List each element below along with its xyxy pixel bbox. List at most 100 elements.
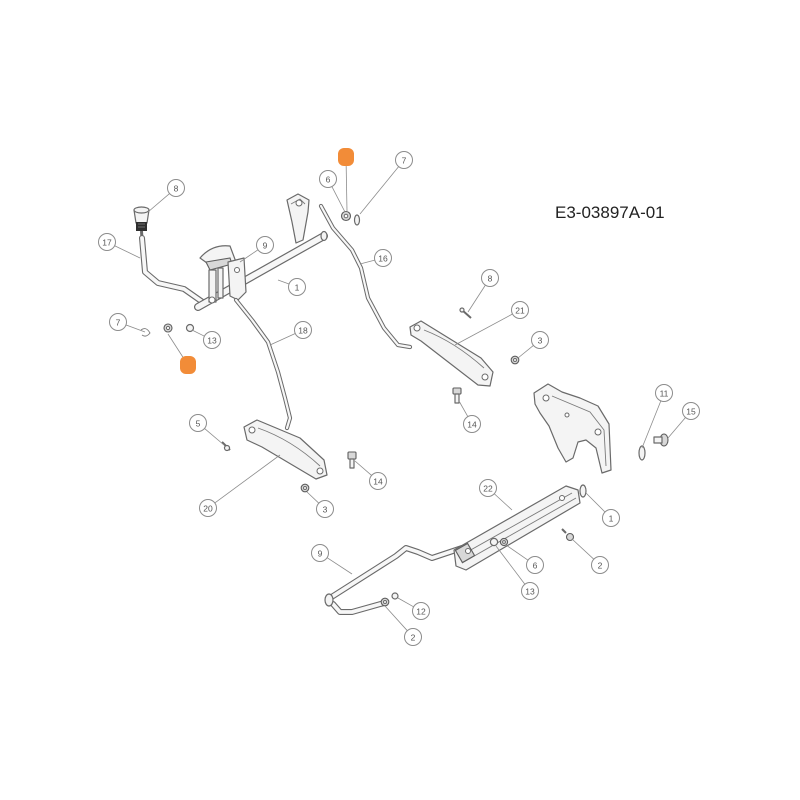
lift-link-rod-left <box>233 297 293 431</box>
callout-circle <box>682 402 700 420</box>
callout-circle <box>655 384 673 402</box>
callout-21: 21 <box>454 301 529 346</box>
nuts-bottom <box>380 592 399 607</box>
rear-bracket <box>533 383 612 474</box>
bolt-center <box>347 451 357 469</box>
callout-number: 1 <box>609 514 614 524</box>
highlight-marker <box>180 356 196 374</box>
bolt-left <box>221 441 231 452</box>
callout-3: 3 <box>517 331 549 359</box>
callout-circle <box>531 331 549 349</box>
pivot-plate <box>286 193 310 244</box>
leader-line <box>493 493 513 511</box>
callout-14: 14 <box>458 400 481 433</box>
leader-line <box>345 165 348 212</box>
leader-line <box>571 538 595 560</box>
leader-line <box>517 345 534 359</box>
lift-lever-rod <box>139 235 207 306</box>
nut-right <box>510 355 520 365</box>
leader-line <box>667 417 686 439</box>
lever-knob <box>133 206 150 240</box>
callout-9: 9 <box>311 544 353 575</box>
callout-circle <box>602 509 620 527</box>
drawing-number: E3-03897A-01 <box>555 203 665 222</box>
lift-arm-right <box>409 320 494 387</box>
callout-9: 9 <box>239 236 274 263</box>
callout-7: 7 <box>109 313 146 333</box>
leader-line <box>331 186 346 213</box>
callout-highlighted <box>167 333 196 374</box>
callout-number: 2 <box>411 633 416 643</box>
callout-circle <box>109 313 127 331</box>
callout-number: 8 <box>488 274 493 284</box>
callout-number: 3 <box>538 336 543 346</box>
callout-circle <box>288 278 306 296</box>
callout-2: 2 <box>571 538 609 574</box>
callout-circle <box>404 628 422 646</box>
callout-circle <box>521 582 539 600</box>
callout-number: 5 <box>196 419 201 429</box>
callout-number: 21 <box>515 306 525 316</box>
leader-line <box>359 166 399 215</box>
callout-circle <box>374 249 392 267</box>
pin-right <box>459 307 472 319</box>
shaft-bracket <box>199 245 247 304</box>
callout-number: 11 <box>660 389 669 399</box>
front-hanger-rod <box>324 545 465 615</box>
callout-17: 17 <box>98 233 141 259</box>
callout-number: 15 <box>686 407 696 417</box>
leader-line <box>125 324 146 333</box>
callout-number: 14 <box>373 477 383 487</box>
callout-6: 6 <box>505 544 544 574</box>
callout-circle <box>199 499 217 517</box>
shoulder-bolt <box>653 433 669 447</box>
deck-rail <box>453 485 581 571</box>
leader-line <box>147 193 170 213</box>
callout-6: 6 <box>319 170 346 213</box>
callout-number: 18 <box>298 326 308 336</box>
callout-5: 5 <box>189 414 225 446</box>
leader-line <box>454 313 513 346</box>
callout-12: 12 <box>397 597 430 620</box>
callout-number: 12 <box>416 607 426 617</box>
callout-15: 15 <box>667 402 700 439</box>
leader-line <box>505 544 529 561</box>
leader-line <box>326 557 353 575</box>
callout-circle <box>463 415 481 433</box>
leader-line <box>167 333 184 359</box>
callout-number: 17 <box>102 238 112 248</box>
callout-circle <box>316 500 334 518</box>
lift-link-rod-right <box>318 203 413 350</box>
callout-number: 8 <box>174 184 179 194</box>
callout-circle <box>481 269 499 287</box>
callout-20: 20 <box>199 454 281 517</box>
leader-line <box>191 329 205 337</box>
leader-line <box>204 428 225 446</box>
washer-rear <box>638 445 646 461</box>
clip-nut-left <box>140 323 195 337</box>
callout-circle <box>203 331 221 349</box>
callout-number: 3 <box>323 505 328 515</box>
callout-18: 18 <box>269 321 312 346</box>
callout-8: 8 <box>147 179 185 213</box>
callout-number: 7 <box>402 156 407 166</box>
callout-22: 22 <box>479 479 513 511</box>
callout-number: 22 <box>483 484 493 494</box>
callout-3: 3 <box>306 491 334 518</box>
leader-line <box>458 400 469 417</box>
callout-11: 11 <box>641 384 673 449</box>
callout-circle <box>319 170 337 188</box>
bolt-right <box>452 387 462 404</box>
callout-8: 8 <box>467 269 499 313</box>
leader-line <box>277 279 290 285</box>
callout-highlighted <box>338 148 354 212</box>
callout-16: 16 <box>359 249 392 267</box>
callout-1: 1 <box>585 492 620 527</box>
highlight-marker <box>338 148 354 166</box>
leader-line <box>585 492 606 513</box>
callout-7: 7 <box>359 151 413 215</box>
callout-circle <box>479 479 497 497</box>
leader-line <box>359 259 375 265</box>
callout-circle <box>526 556 544 574</box>
nut-left <box>300 483 310 493</box>
